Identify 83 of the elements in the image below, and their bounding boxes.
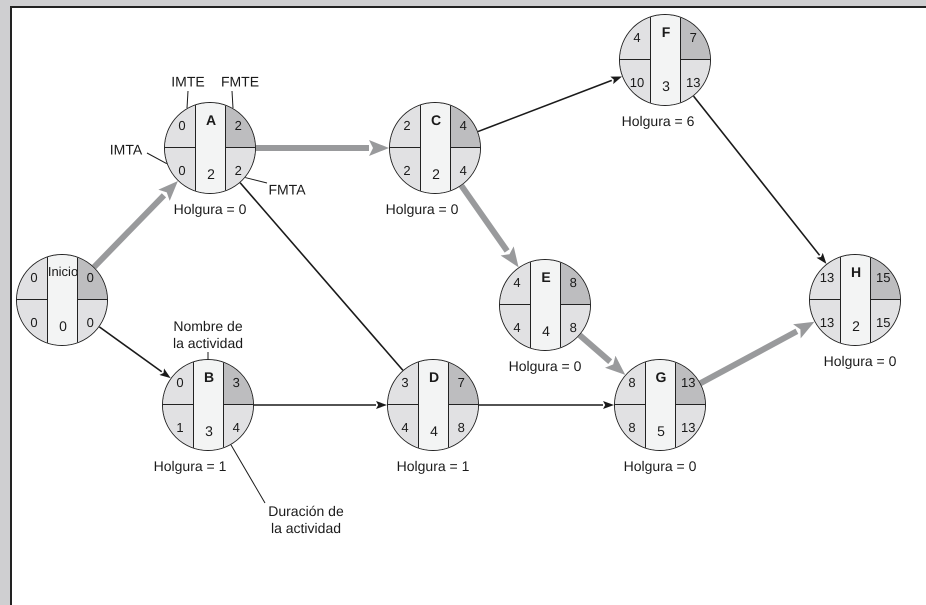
slack-label: Holgura = 0 [508,358,582,374]
time-value: 1 [176,421,184,434]
arrow [98,326,171,378]
leader-line [186,90,188,109]
time-value: 7 [690,30,697,44]
time-value: 0 [176,376,184,388]
slack-label: Holgura = 1 [396,458,470,474]
leader-line [146,152,168,164]
duration-value: 3 [205,424,213,438]
time-value: 3 [232,376,240,388]
annotation-label: Nombre de la actividad [167,318,249,352]
time-value: 15 [876,270,890,284]
duration-value: 3 [662,79,670,93]
time-value: 2 [234,118,242,132]
time-value: 0 [178,118,186,132]
activity-name: B [204,370,214,384]
duration-value: 2 [207,167,215,181]
activity-name: G [656,370,666,384]
time-value: 0 [178,164,186,177]
arrow [479,401,614,409]
arrow [256,140,389,156]
time-value: 13 [686,76,700,89]
duration-value: 0 [59,319,67,333]
arrow [692,96,826,264]
time-value: 4 [232,421,240,434]
activity-name: E [541,270,551,284]
activity-name: F [662,25,670,39]
annotation-label: FMTE [220,74,260,90]
arrow [458,184,519,268]
activity-name: A [206,113,216,127]
time-value: 7 [458,376,465,388]
time-value: 4 [513,276,521,288]
arrow [578,332,626,375]
activity-name: H [850,265,862,279]
leader-line [244,177,268,184]
time-value: 8 [570,321,577,334]
time-value: 4 [633,30,641,44]
leader-line [232,90,234,109]
arrow [254,401,387,409]
time-value: 0 [86,270,94,284]
activity-name: Inicio [48,265,78,278]
slack-label: Holgura = 0 [824,353,896,369]
time-value: 8 [628,421,636,434]
annotation-label: IMTA [110,142,142,158]
arrow [92,180,178,270]
duration-value: 2 [432,167,440,181]
arrow [699,322,814,386]
annotation-label: Duración de la actividad [262,503,350,537]
activity-name: C [430,113,442,127]
slack-label: Holgura = 6 [622,113,694,129]
time-value: 2 [403,164,411,177]
slack-label: Holgura = 0 [174,201,246,217]
time-value: 8 [570,276,577,288]
time-value: 0 [30,270,38,284]
time-value: 13 [820,316,834,329]
time-value: 2 [403,118,411,132]
slack-label: Holgura = 1 [154,458,226,474]
time-value: 2 [234,164,242,177]
time-value: 3 [401,376,409,388]
time-value: 13 [820,270,834,284]
time-value: 15 [876,316,890,329]
time-value: 4 [513,321,521,334]
time-value: 0 [30,316,38,329]
activity-name: D [428,370,440,384]
duration-value: 4 [430,424,438,438]
time-value: 8 [458,421,465,434]
duration-value: 4 [542,324,550,338]
slack-label: Holgura = 0 [386,201,458,217]
time-value: 0 [86,316,94,329]
time-value: 13 [681,421,696,434]
arrow [478,76,622,132]
annotation-label: FMTA [268,182,306,198]
annotation-label: IMTE [171,74,205,90]
time-value: 4 [401,421,409,434]
time-value: 13 [681,376,696,388]
duration-value: 5 [657,424,665,438]
time-value: 4 [460,164,467,177]
duration-value: 2 [852,319,860,333]
time-value: 8 [628,376,636,388]
leader-line [230,444,266,504]
slack-label: Holgura = 0 [624,458,696,474]
time-value: 10 [630,76,644,89]
time-value: 4 [460,118,467,132]
